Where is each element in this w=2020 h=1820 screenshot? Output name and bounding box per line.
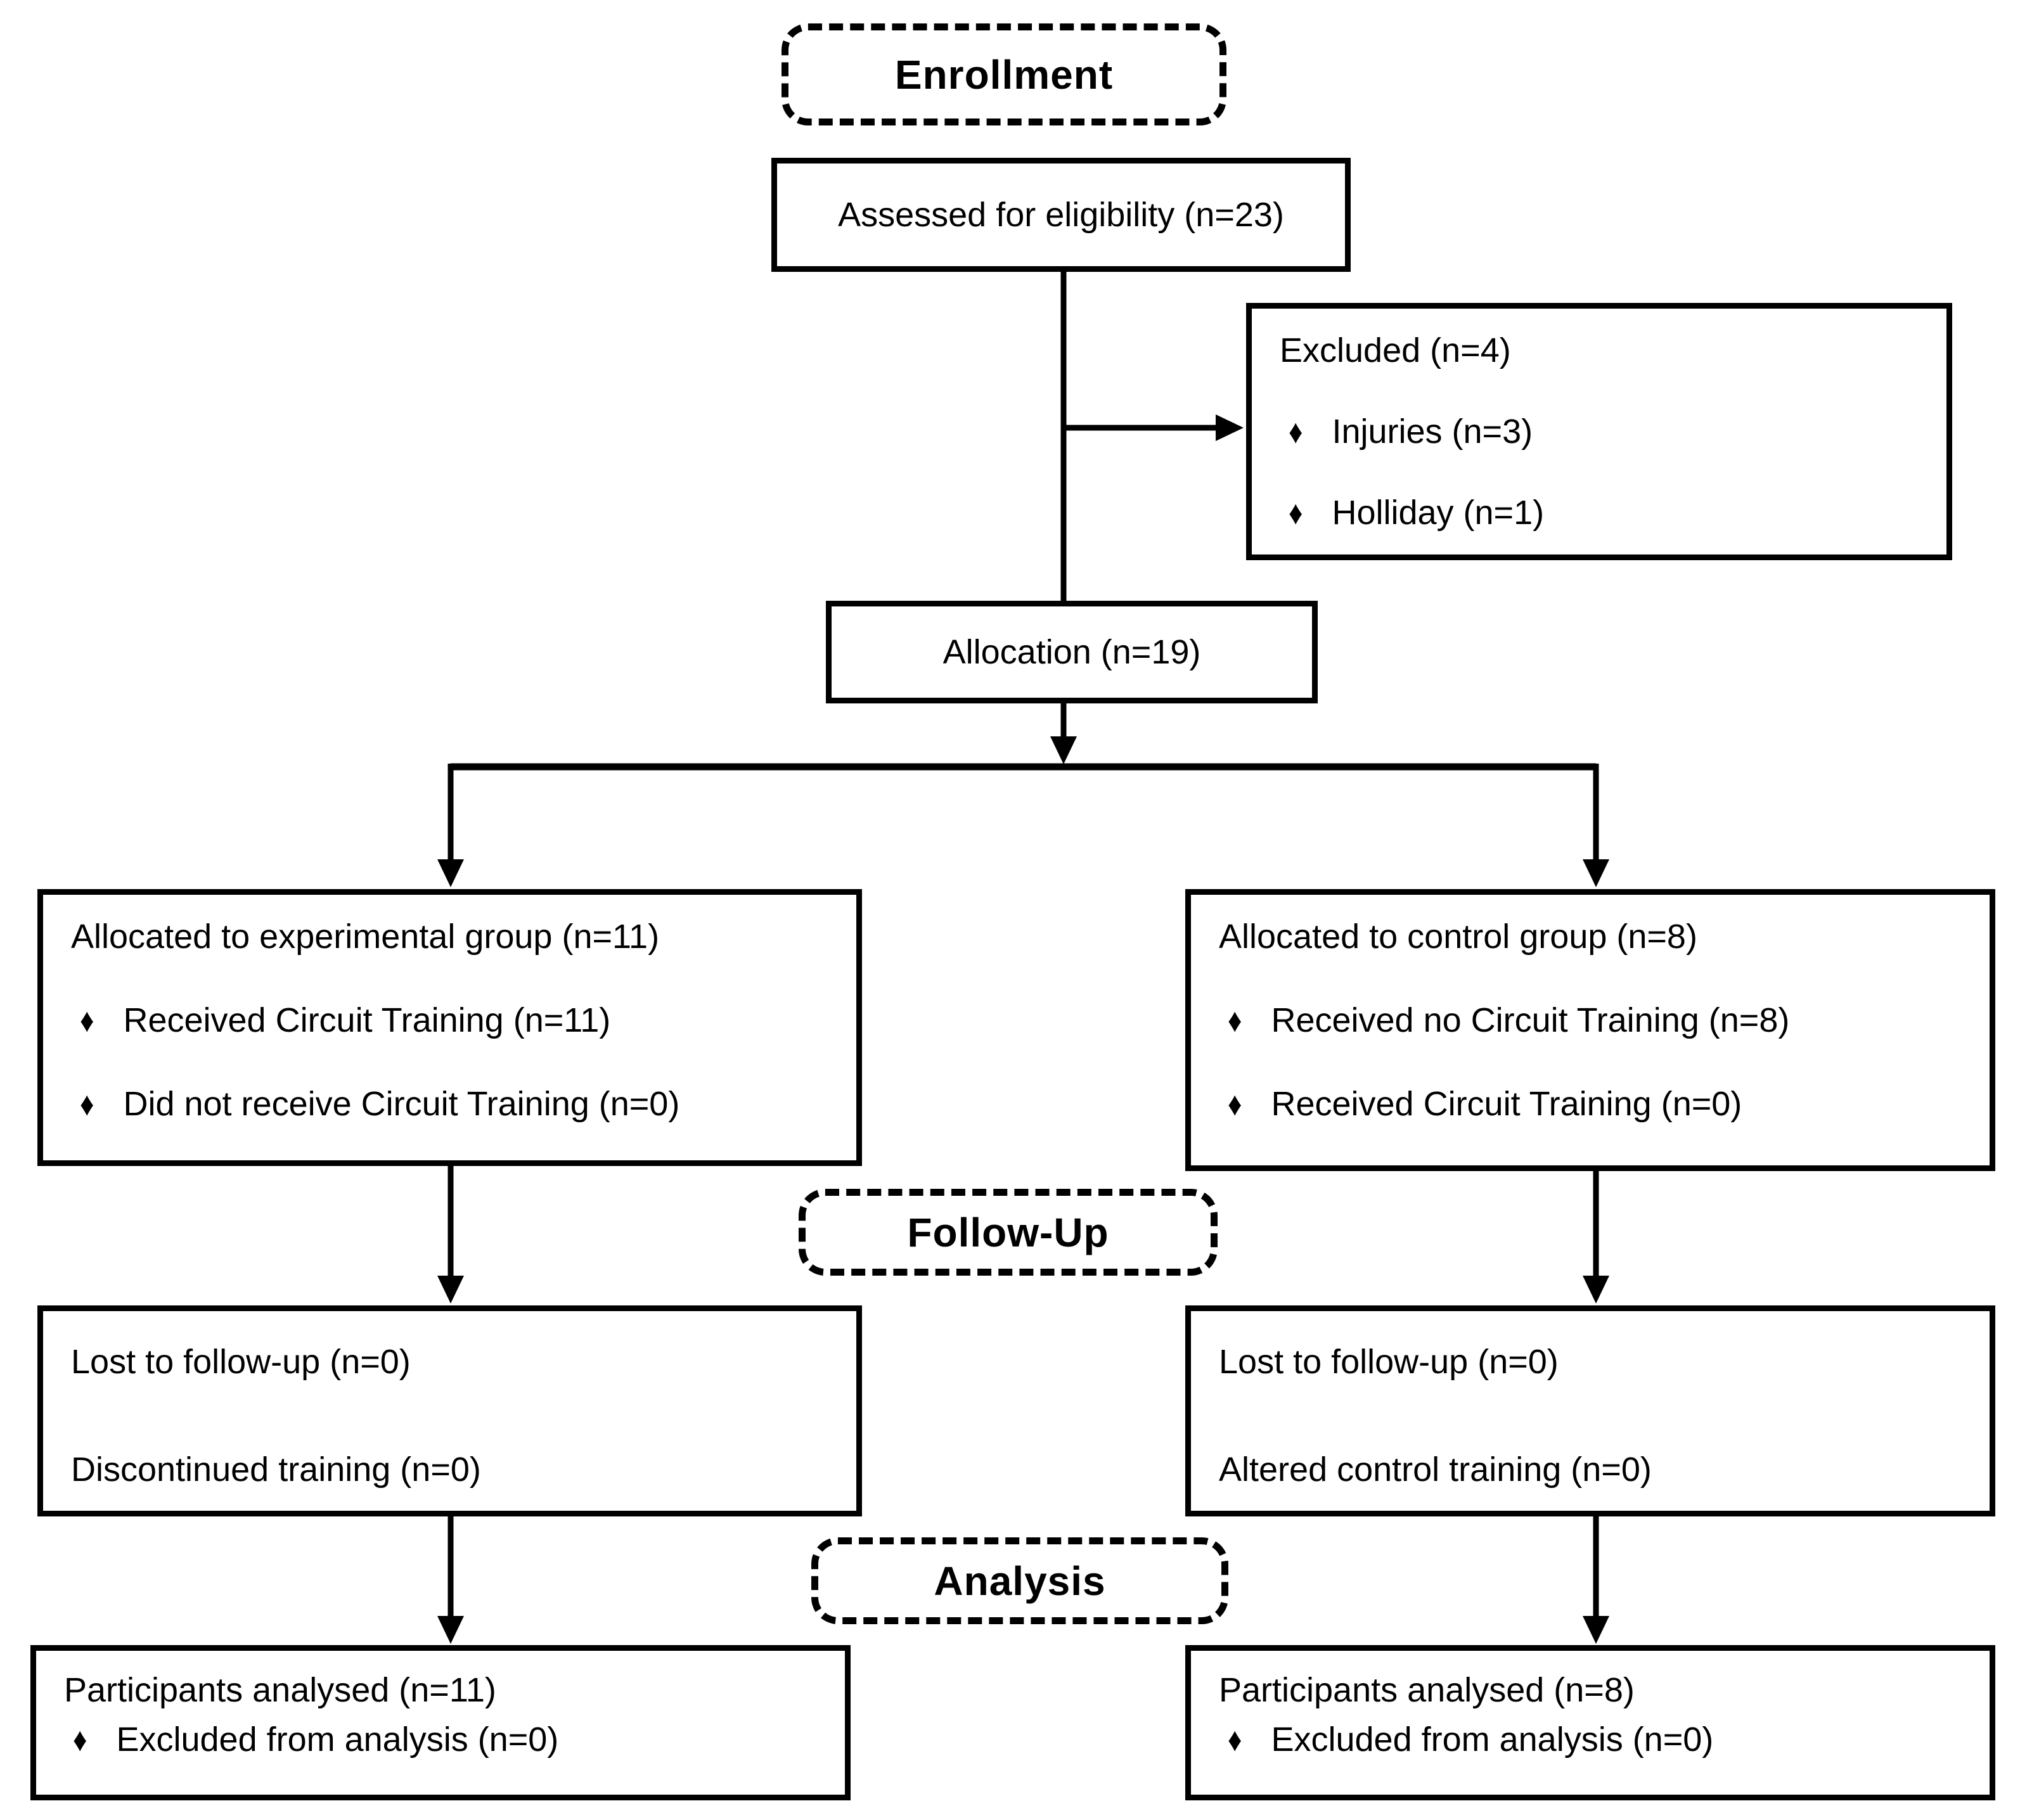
diamond-bullet-icon: ♦: [1289, 494, 1303, 532]
excluded-box: Excluded (n=4) ♦ Injuries (n=3) ♦ Hollid…: [1246, 303, 1952, 560]
excluded-title: Excluded (n=4): [1280, 331, 1511, 369]
analysed-experimental-box: Participants analysed (n=11) ♦ Excluded …: [30, 1645, 851, 1800]
alloc-experimental-item: ♦ Did not receive Circuit Training (n=0): [80, 1084, 828, 1125]
alloc-control-item-text: Received Circuit Training (n=0): [1271, 1084, 1742, 1123]
followup-control-line: Lost to follow-up (n=0): [1219, 1343, 1559, 1381]
analysed-control-box: Participants analysed (n=8) ♦ Excluded f…: [1185, 1645, 1995, 1800]
alloc-experimental-box: Allocated to experimental group (n=11) ♦…: [37, 889, 862, 1166]
arrowhead-split: [1050, 736, 1077, 764]
diamond-bullet-icon: ♦: [80, 1085, 94, 1123]
diamond-bullet-icon: ♦: [1289, 413, 1303, 451]
alloc-experimental-item: ♦ Received Circuit Training (n=11): [80, 1000, 828, 1042]
followup-control-line: Altered control training (n=0): [1219, 1450, 1652, 1489]
alloc-control-box: Allocated to control group (n=8) ♦ Recei…: [1185, 889, 1995, 1171]
allocation-text: Allocation (n=19): [942, 633, 1201, 671]
assessed-text: Assessed for eligibility (n=23): [838, 196, 1284, 234]
diamond-bullet-icon: ♦: [80, 1002, 94, 1039]
analysed-control-title: Participants analysed (n=8): [1219, 1671, 1635, 1709]
arrowhead-followup-left: [437, 1276, 464, 1304]
arrowhead-control: [1583, 859, 1609, 887]
followup-control-box: Lost to follow-up (n=0) Altered control …: [1185, 1305, 1995, 1516]
assessed-box: Assessed for eligibility (n=23): [771, 158, 1351, 272]
analysed-control-item-text: Excluded from analysis (n=0): [1271, 1720, 1714, 1759]
arrowhead-analysis-right: [1583, 1616, 1609, 1644]
diamond-bullet-icon: ♦: [73, 1721, 87, 1759]
diamond-bullet-icon: ♦: [1228, 1002, 1242, 1039]
arrowhead-followup-right: [1583, 1276, 1609, 1304]
stage-enrollment-label: Enrollment: [894, 51, 1114, 98]
allocation-box: Allocation (n=19): [826, 601, 1318, 703]
alloc-control-title: Allocated to control group (n=8): [1219, 918, 1697, 956]
alloc-experimental-item-text: Received Circuit Training (n=11): [123, 1001, 611, 1039]
alloc-control-item: ♦ Received Circuit Training (n=0): [1228, 1084, 1962, 1125]
stage-analysis: Analysis: [811, 1537, 1228, 1624]
alloc-control-item: ♦ Received no Circuit Training (n=8): [1228, 1000, 1962, 1042]
stage-analysis-label: Analysis: [934, 1558, 1106, 1604]
alloc-experimental-title: Allocated to experimental group (n=11): [71, 918, 660, 956]
excluded-item-text: Holliday (n=1): [1332, 493, 1545, 532]
alloc-experimental-item-text: Did not receive Circuit Training (n=0): [123, 1084, 680, 1123]
arrowhead-experimental: [437, 859, 464, 887]
analysed-control-item: ♦ Excluded from analysis (n=0): [1228, 1719, 1962, 1761]
excluded-item-text: Injuries (n=3): [1332, 412, 1533, 451]
analysed-experimental-item: ♦ Excluded from analysis (n=0): [73, 1719, 817, 1761]
stage-enrollment: Enrollment: [782, 23, 1226, 125]
excluded-item: ♦ Holliday (n=1): [1289, 492, 1919, 534]
arrowhead-analysis-left: [437, 1616, 464, 1644]
diamond-bullet-icon: ♦: [1228, 1721, 1242, 1759]
stage-followup: Follow-Up: [799, 1189, 1218, 1276]
alloc-control-item-text: Received no Circuit Training (n=8): [1271, 1001, 1790, 1039]
stage-followup-label: Follow-Up: [907, 1209, 1109, 1255]
analysed-experimental-item-text: Excluded from analysis (n=0): [116, 1720, 559, 1759]
diamond-bullet-icon: ♦: [1228, 1085, 1242, 1123]
arrowhead-excluded: [1216, 414, 1244, 441]
followup-experimental-box: Lost to follow-up (n=0) Discontinued tra…: [37, 1305, 862, 1516]
analysed-experimental-title: Participants analysed (n=11): [64, 1671, 496, 1709]
followup-experimental-line: Lost to follow-up (n=0): [71, 1343, 411, 1381]
excluded-item: ♦ Injuries (n=3): [1289, 411, 1919, 453]
followup-experimental-line: Discontinued training (n=0): [71, 1450, 481, 1489]
